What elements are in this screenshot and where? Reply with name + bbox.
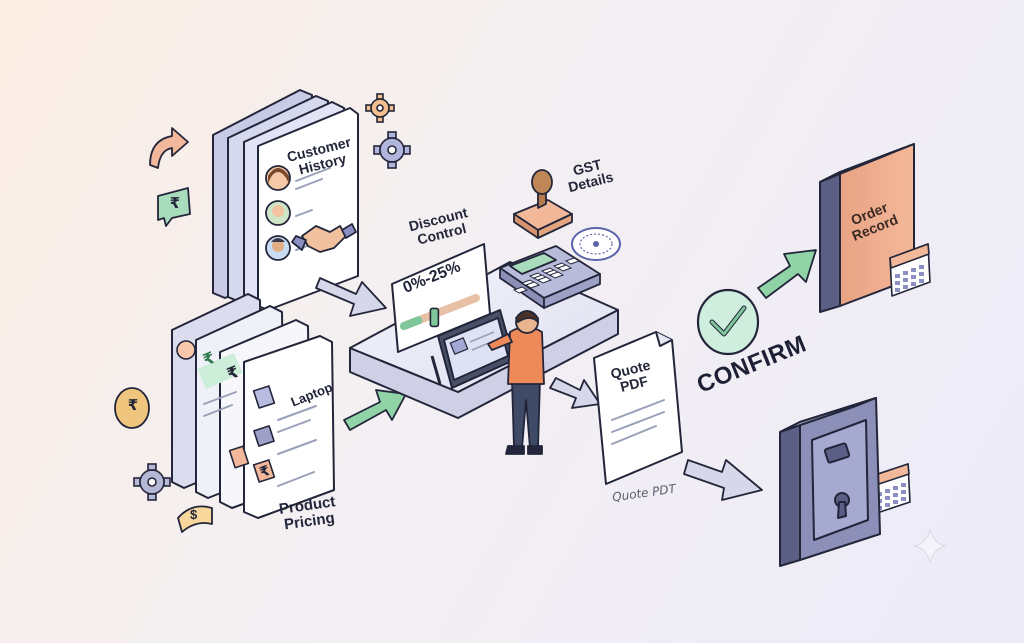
rupee-chat-icon: [157, 187, 191, 227]
calculator-key: [536, 276, 553, 284]
stamp-icon: [513, 169, 573, 239]
calendar-day: [901, 483, 906, 487]
person-icon: [487, 310, 545, 455]
seal-icon: [571, 227, 621, 261]
handshake-icon: [291, 223, 357, 253]
sparkle-icon: [913, 528, 947, 564]
customer-history-stack: [212, 89, 359, 311]
customer-avatar-3: [265, 235, 291, 261]
gear-icon: [373, 131, 411, 169]
calendar-day: [903, 271, 908, 275]
checkmark-icon: [696, 288, 760, 356]
calendar-day: [893, 486, 898, 490]
discount-slider-thumb: [429, 307, 440, 328]
quote-pdf-document: [593, 331, 683, 485]
calendar-day: [893, 500, 898, 504]
gear-icon: [133, 463, 171, 501]
calendar-day: [901, 497, 906, 501]
calendar-day: [895, 281, 900, 285]
calendar-day: [919, 272, 924, 276]
calendar-day: [903, 285, 908, 289]
calendar-day: [903, 278, 908, 282]
calculator-key: [548, 271, 565, 279]
calculator-key: [564, 257, 581, 265]
calendar-day: [885, 496, 890, 500]
arrow-to-archive: [683, 459, 763, 501]
calendar-day: [911, 275, 916, 279]
dollar-symbol: $: [190, 507, 198, 522]
arrow-customer-to-platform: [315, 277, 387, 317]
rupee-coin-symbol: ₹: [127, 397, 139, 414]
rupee-chat-symbol: ₹: [169, 195, 181, 212]
dollar-note-icon: [177, 505, 213, 533]
calendar-day: [919, 279, 924, 283]
calendar-day: [911, 268, 916, 272]
tablet-icon: [430, 309, 515, 389]
customer-avatar-1: [265, 165, 291, 191]
calendar-icon: [889, 243, 931, 297]
calendar-day: [911, 282, 916, 286]
customer-avatar-2: [265, 200, 291, 226]
calculator-key: [512, 286, 529, 294]
arrow-pricing-to-platform: [343, 389, 407, 431]
calendar-day: [901, 490, 906, 494]
arrow-curve-icon: [149, 127, 189, 169]
calculator-key: [556, 264, 573, 272]
calendar-day: [885, 489, 890, 493]
discount-control-card: [391, 243, 491, 353]
calendar-day: [885, 503, 890, 507]
rupee-coin-icon: [114, 387, 150, 429]
arrow-platform-to-quote: [549, 377, 601, 409]
calendar-day: [895, 288, 900, 292]
calendar-day: [893, 493, 898, 497]
calendar-icon: [871, 463, 911, 515]
product-pricing-stack: [171, 293, 335, 519]
calendar-day: [919, 265, 924, 269]
arrow-to-order-record: [757, 249, 817, 299]
gear-icon: [365, 93, 395, 123]
calculator-key: [524, 281, 541, 289]
calendar-day: [895, 274, 900, 278]
safe-icon: [779, 397, 881, 567]
